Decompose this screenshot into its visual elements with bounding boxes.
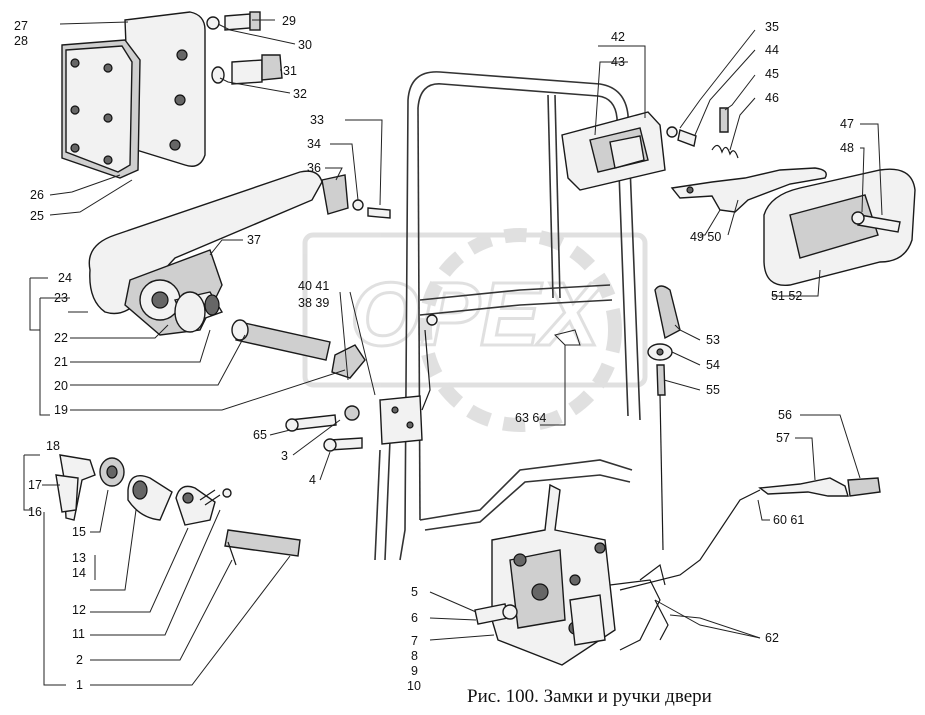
label-53: 53	[706, 333, 720, 347]
label-62: 62	[765, 631, 779, 645]
label-20: 20	[54, 379, 68, 393]
label-57: 57	[776, 431, 790, 445]
watermark-text: OPEX	[350, 265, 605, 365]
label-45: 45	[765, 67, 779, 81]
label-6: 6	[411, 611, 418, 625]
part-labels: 27 28 29 30 31 32 33 34 36 26 25 37 24 2…	[14, 14, 854, 693]
label-3: 3	[281, 449, 288, 463]
label-26: 26	[30, 188, 44, 202]
watermark: OPEX	[302, 228, 648, 432]
label-25: 25	[30, 209, 44, 223]
label-19: 19	[54, 403, 68, 417]
label-4041: 40 41	[298, 279, 329, 293]
figure-caption: Рис. 100. Замки и ручки двери	[467, 686, 712, 707]
label-47: 47	[840, 117, 854, 131]
label-21: 21	[54, 355, 68, 369]
label-43: 43	[611, 55, 625, 69]
label-46: 46	[765, 91, 779, 105]
inner-lock-mechanism	[285, 314, 438, 452]
outer-handle	[88, 170, 391, 379]
label-32: 32	[293, 87, 307, 101]
label-42: 42	[611, 30, 625, 44]
lock-knob-rod	[647, 285, 681, 551]
label-56: 56	[778, 408, 792, 422]
label-6061: 60 61	[773, 513, 804, 527]
label-31: 31	[283, 64, 297, 78]
label-22: 22	[54, 331, 68, 345]
label-23: 23	[54, 291, 68, 305]
label-5: 5	[411, 585, 418, 599]
label-35: 35	[765, 20, 779, 34]
label-3839: 38 39	[298, 296, 329, 310]
label-1: 1	[76, 678, 83, 692]
label-14: 14	[72, 566, 86, 580]
label-2: 2	[76, 653, 83, 667]
label-29: 29	[282, 14, 296, 28]
outer-panel	[61, 11, 206, 179]
door-lock-body	[474, 483, 669, 666]
label-16: 16	[28, 505, 42, 519]
label-27: 27	[14, 19, 28, 33]
label-10: 10	[407, 679, 421, 693]
label-36: 36	[307, 161, 321, 175]
label-30: 30	[298, 38, 312, 52]
label-55: 55	[706, 383, 720, 397]
label-37: 37	[247, 233, 261, 247]
label-54: 54	[706, 358, 720, 372]
label-12: 12	[72, 603, 86, 617]
label-11: 11	[72, 627, 85, 641]
label-15: 15	[72, 525, 86, 539]
label-44: 44	[765, 43, 779, 57]
label-34: 34	[307, 137, 321, 151]
label-48: 48	[840, 141, 854, 155]
bolts-29-32	[206, 11, 283, 85]
label-5152: 51 52	[771, 289, 802, 303]
latch-link	[619, 477, 881, 591]
label-8: 8	[411, 649, 418, 663]
label-18: 18	[46, 439, 60, 453]
label-65: 65	[253, 428, 267, 442]
label-4: 4	[309, 473, 316, 487]
label-6364: 63 64	[515, 411, 546, 425]
label-17: 17	[28, 478, 42, 492]
label-13: 13	[72, 551, 86, 565]
leader-lines	[23, 19, 883, 686]
door-frame	[374, 71, 641, 561]
label-24: 24	[58, 271, 72, 285]
inner-handle-assembly	[561, 107, 916, 286]
label-7: 7	[411, 634, 418, 648]
label-28: 28	[14, 34, 28, 48]
label-4950: 49 50	[690, 230, 721, 244]
lock-cylinder-group	[55, 454, 301, 566]
label-33: 33	[310, 113, 324, 127]
label-9: 9	[411, 664, 418, 678]
